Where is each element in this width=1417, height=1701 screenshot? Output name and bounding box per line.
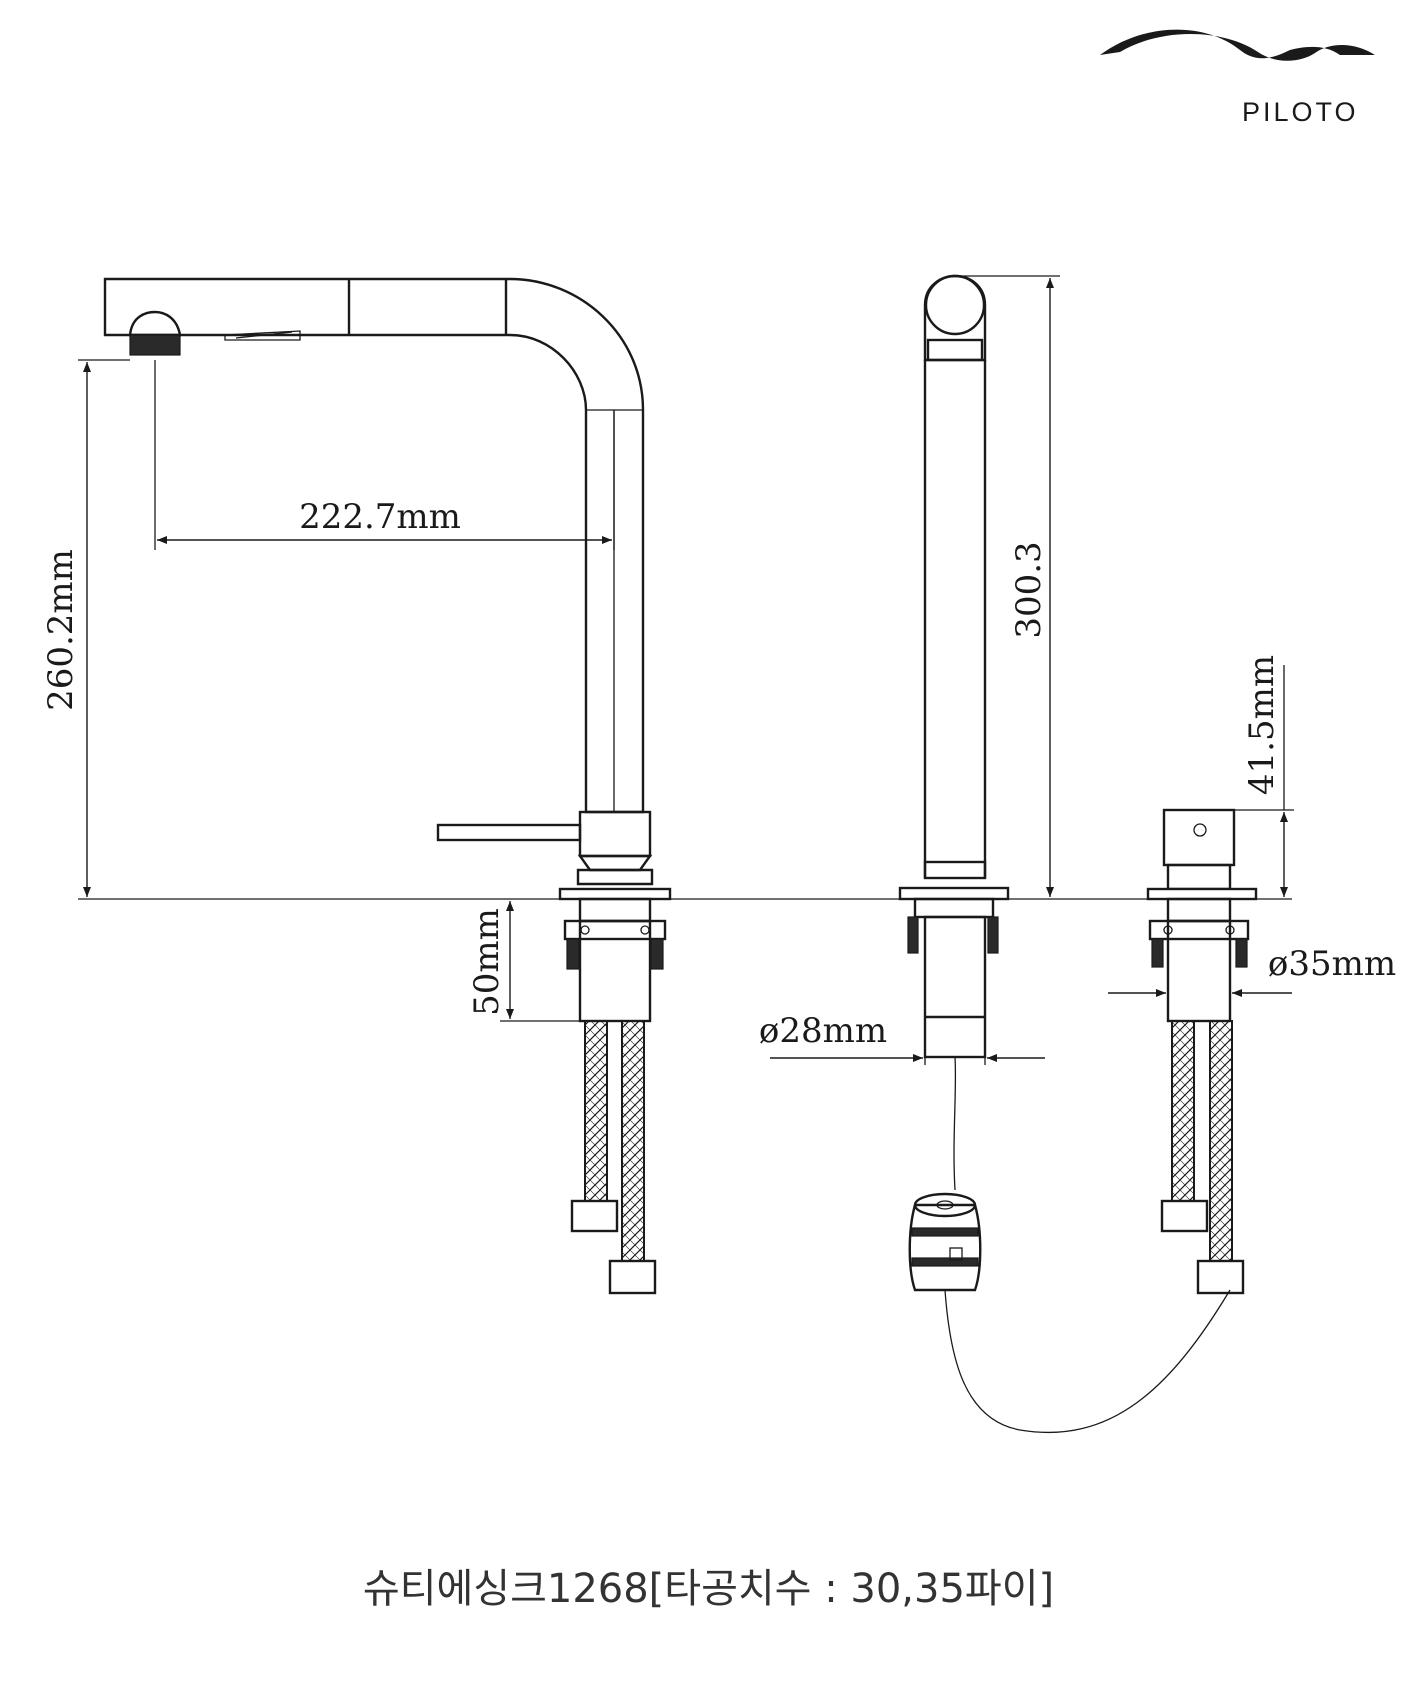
sensor-module-icon (908, 1192, 982, 1292)
dim-label-total-height: 300.3 (1009, 541, 1049, 638)
dim-label-shank-length: 50mm (467, 908, 507, 1016)
brand-logo: PILOTO (1100, 29, 1375, 127)
brand-name: PILOTO (1242, 97, 1359, 127)
dim-label-handle-height: 41.5mm (1242, 655, 1282, 795)
dim-label-spout-reach: 222.7mm (299, 497, 461, 537)
dim-label-hole-28: ø28mm (759, 1011, 887, 1051)
control-handle-front-view (1146, 808, 1258, 1295)
dim-label-hole-35: ø35mm (1268, 944, 1396, 984)
product-caption: 슈티에싱크1268[타공치수 : 30,35파이] (362, 1566, 1055, 1612)
dim-label-spout-height: 260.2mm (41, 549, 81, 711)
pullout-faucet-front-view (898, 274, 1231, 1434)
pullout-faucet-side-view (103, 277, 672, 1295)
logo-wave-icon (1100, 29, 1375, 61)
